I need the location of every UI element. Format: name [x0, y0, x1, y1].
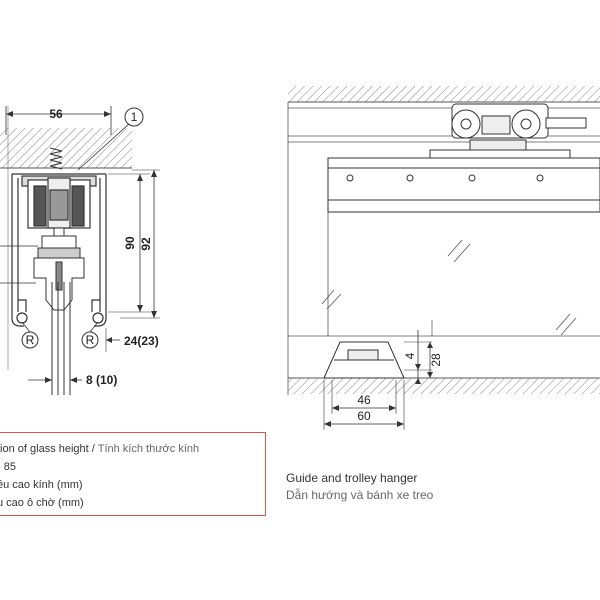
- r-marker-left-label: R: [26, 333, 35, 347]
- guide-height-dims: 4 28: [403, 320, 443, 384]
- dimension-height-90: 90: [108, 173, 150, 313]
- door-rail: [327, 157, 600, 213]
- dim-guide-outer: 60: [357, 409, 371, 423]
- guide-width-dims: 46 60: [323, 380, 405, 430]
- glass-panel: [51, 282, 71, 395]
- callout-1: 1: [77, 107, 144, 171]
- dim-guide-small: 4: [403, 352, 417, 359]
- dim-guide-inner: 46: [357, 393, 371, 407]
- legend-line-2: - 85: [0, 461, 16, 473]
- ceiling-hatch-right: [288, 86, 600, 102]
- dim-width-label: 56: [49, 107, 63, 121]
- trolley: [429, 103, 587, 159]
- caption: Guide and trolley hanger Dẫn hướng và bá…: [286, 470, 433, 504]
- legend-line-3: ều cao kính (mm): [0, 479, 83, 491]
- glass-height-legend: tion of glass height / Tính kích thước k…: [0, 432, 266, 516]
- legend-line-4: u cao ô chờ (mm): [0, 497, 84, 509]
- glass-door-panel: [287, 102, 600, 395]
- dim-offset-label: 24(23): [124, 334, 159, 348]
- dimension-offset: 24(23): [105, 328, 159, 352]
- cross-section-drawing: 56 1: [0, 106, 160, 395]
- elevation-drawing: 4 28 46 60: [287, 86, 600, 430]
- caption-title-vi: Dẫn hướng và bánh xe treo: [286, 488, 434, 502]
- floor-hatch: [288, 378, 600, 394]
- dim-height-outer: 92: [139, 237, 153, 251]
- spring-screw: [49, 147, 63, 170]
- dim-glass-label: 8 (10): [86, 373, 117, 387]
- r-marker-right: R: [81, 321, 99, 349]
- floor-guide: [323, 341, 405, 379]
- legend-line-1: tion of glass height / Tính kích thước k…: [0, 443, 199, 455]
- hanger-clamp: [33, 227, 85, 311]
- track-profile: [11, 173, 107, 327]
- r-marker-left: R: [21, 321, 39, 349]
- caption-title-en: Guide and trolley hanger: [286, 471, 418, 485]
- dimension-height-92: 92: [120, 169, 160, 319]
- ceiling-hatch: [0, 128, 132, 168]
- legend-line-1-separator: /: [88, 443, 98, 455]
- r-marker-right-label: R: [86, 333, 95, 347]
- legend-line-1-en: tion of glass height: [0, 443, 89, 455]
- dim-guide-height: 28: [429, 353, 443, 367]
- dim-height-inner: 90: [123, 236, 137, 250]
- callout-number: 1: [131, 110, 138, 124]
- legend-line-1-vi: Tính kích thước kính: [97, 443, 200, 455]
- dimension-width: 56: [5, 106, 112, 135]
- dimension-glass: 8 (10): [28, 373, 117, 387]
